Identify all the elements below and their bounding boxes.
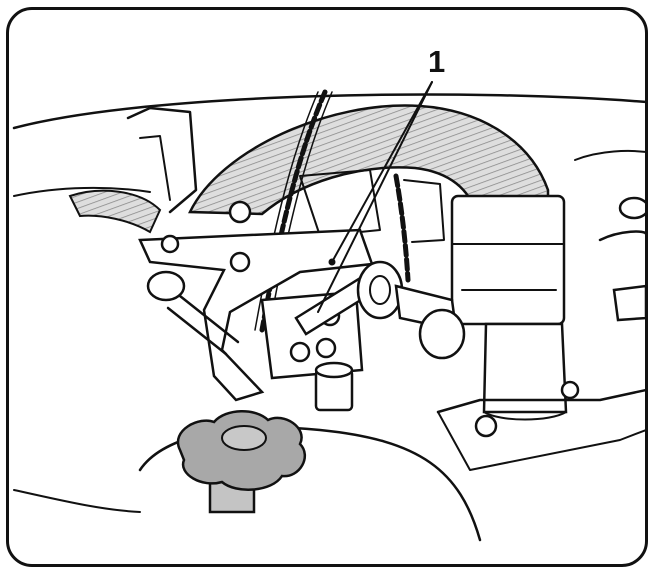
deck-right-edge xyxy=(574,149,645,161)
lower-deck xyxy=(138,426,482,542)
hose-left-section xyxy=(68,189,162,234)
deck-left-edge xyxy=(13,186,151,197)
callout-leader-line xyxy=(331,81,433,263)
illustration-drawing: 1 xyxy=(12,44,645,542)
chain-right xyxy=(393,173,411,283)
engine-housing xyxy=(299,169,381,237)
star-knob xyxy=(176,410,307,514)
adjustment-rod xyxy=(294,260,466,360)
callout-label-1: 1 xyxy=(428,44,445,79)
rear-bracket xyxy=(126,106,198,214)
deck-top-edge xyxy=(12,93,645,130)
callout-target-dot xyxy=(328,258,336,266)
callout-leader-line-2 xyxy=(317,81,433,313)
technical-illustration: 1 xyxy=(6,7,648,567)
right-mount xyxy=(598,196,645,322)
tie-rod xyxy=(166,294,240,356)
small-cap xyxy=(314,361,354,412)
vertical-pipe xyxy=(450,194,568,421)
